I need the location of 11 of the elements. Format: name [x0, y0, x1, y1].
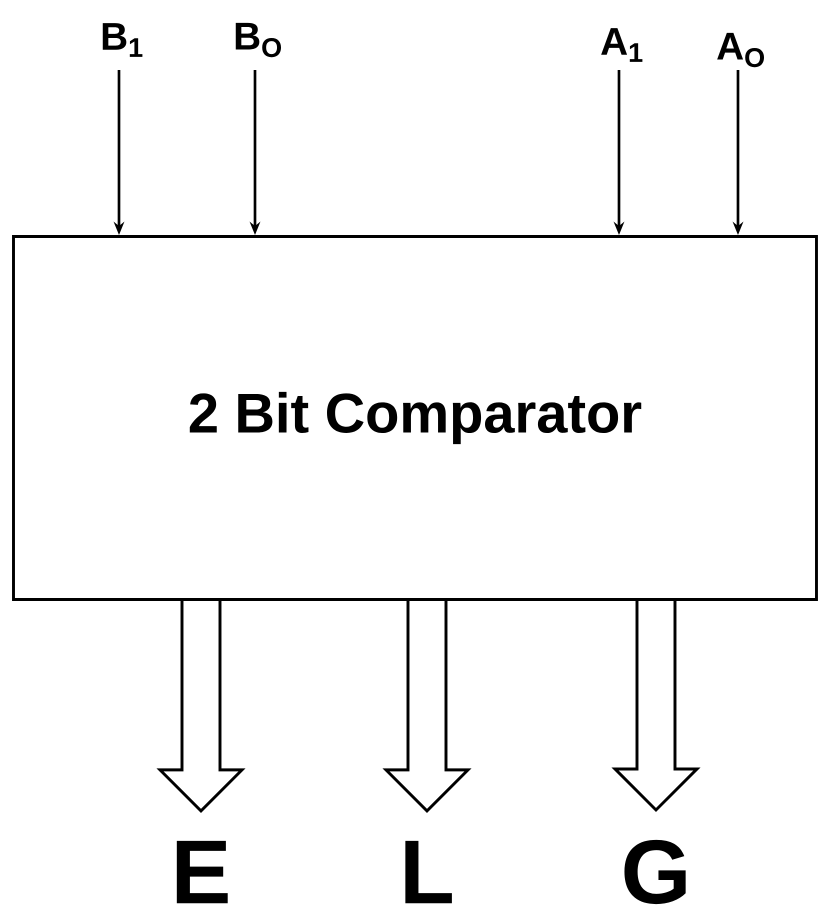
comparator-box: 2 Bit Comparator — [12, 235, 818, 601]
output-arrow — [382, 600, 472, 813]
output-label: E — [176, 840, 228, 904]
input-label: B$_{1}$ — [102, 23, 142, 57]
input-label: A$_{O}$ — [717, 32, 764, 68]
input-label: B$_{O}$ — [236, 22, 281, 58]
output-arrow — [156, 600, 246, 813]
input-label: A$_{1}$ — [601, 28, 642, 62]
output-arrow — [611, 600, 701, 812]
output-label: L — [405, 840, 452, 904]
output-label: G — [624, 840, 686, 904]
